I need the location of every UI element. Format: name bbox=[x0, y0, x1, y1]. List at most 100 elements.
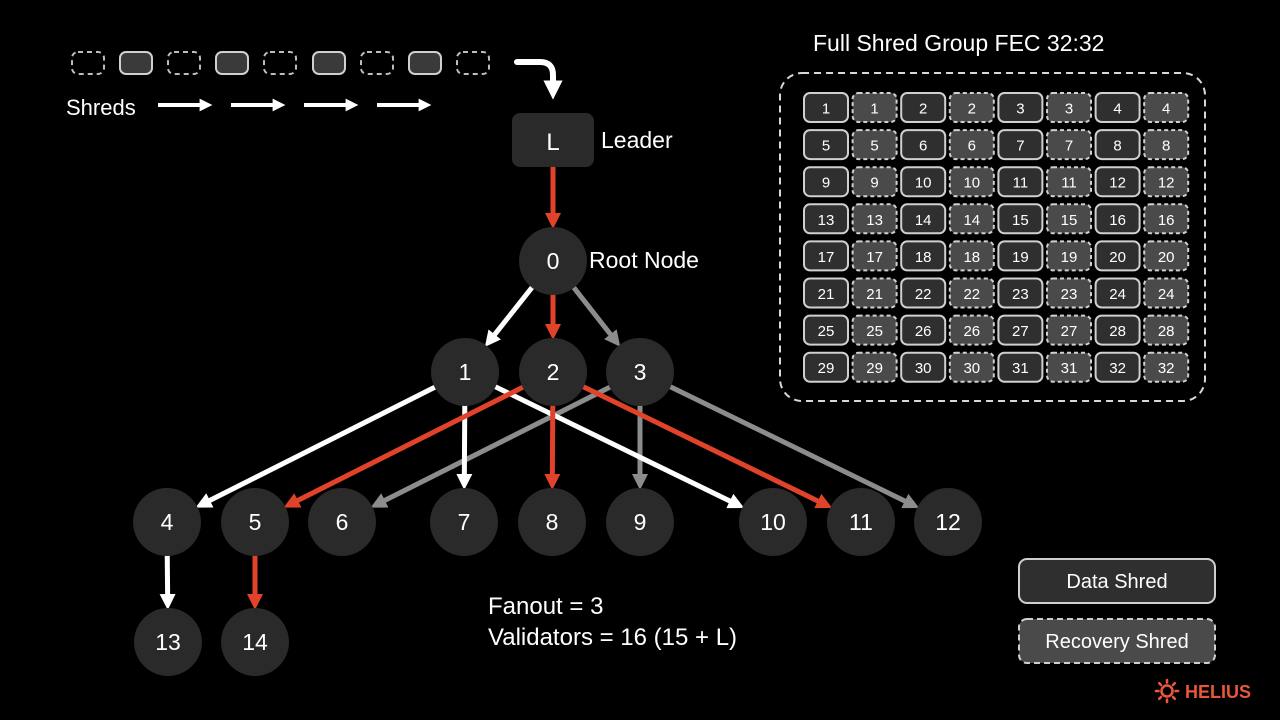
node-circle bbox=[221, 608, 289, 676]
shred-number: 32 bbox=[1109, 360, 1126, 377]
shred-recovery bbox=[71, 51, 105, 75]
shred-number: 31 bbox=[1061, 360, 1078, 377]
recovery-shred-16: 16 bbox=[1143, 203, 1190, 235]
edge-3-to-6 bbox=[370, 383, 615, 508]
shred-number: 18 bbox=[963, 249, 980, 266]
shred-number: 32 bbox=[1158, 360, 1175, 377]
data-shred-cell bbox=[997, 92, 1044, 123]
tree-node-2: 2 bbox=[519, 338, 587, 406]
recovery-shred-cell bbox=[851, 203, 898, 235]
recovery-shred-5: 5 bbox=[851, 129, 898, 161]
shred-number: 5 bbox=[870, 138, 878, 155]
data-shred-cell bbox=[997, 203, 1044, 235]
recovery-shred-cell bbox=[1046, 351, 1092, 383]
node-circle bbox=[134, 608, 202, 676]
data-shred-cell bbox=[803, 240, 849, 272]
data-shred-27: 27 bbox=[997, 314, 1044, 346]
recovery-shred-cell bbox=[1046, 277, 1092, 309]
data-shred-cell bbox=[900, 277, 947, 309]
recovery-shred-cell bbox=[1143, 92, 1190, 123]
node-circle bbox=[606, 488, 674, 556]
data-shred-cell bbox=[1094, 166, 1141, 198]
recovery-shred-cell bbox=[851, 277, 898, 309]
shred-number: 4 bbox=[1162, 101, 1170, 118]
node-label: 10 bbox=[760, 509, 786, 535]
shred-stream bbox=[71, 51, 490, 75]
recovery-shred-6: 6 bbox=[948, 129, 995, 161]
shred-number: 12 bbox=[1158, 175, 1175, 192]
data-shred-cell bbox=[997, 240, 1044, 272]
data-shred-25: 25 bbox=[803, 314, 849, 346]
recovery-shred-27: 27 bbox=[1046, 314, 1092, 346]
recovery-shred-cell bbox=[948, 351, 995, 383]
recovery-shred-12: 12 bbox=[1143, 166, 1190, 198]
shred-number: 16 bbox=[1158, 212, 1175, 229]
recovery-shred-cell bbox=[1143, 314, 1190, 346]
shred-data bbox=[408, 51, 442, 75]
recovery-shred-31: 31 bbox=[1046, 351, 1092, 383]
recovery-shred-cell bbox=[1143, 129, 1190, 161]
edge-2-to-8 bbox=[544, 401, 561, 490]
shred-number: 31 bbox=[1012, 360, 1029, 377]
shred-number: 8 bbox=[1162, 138, 1170, 155]
data-shred-cell bbox=[1094, 92, 1141, 123]
data-shred-cell bbox=[1094, 351, 1141, 383]
data-shred-20: 20 bbox=[1094, 240, 1141, 272]
node-circle bbox=[518, 488, 586, 556]
recovery-shred-cell bbox=[948, 314, 995, 346]
shred-data bbox=[119, 51, 153, 75]
shred-number: 20 bbox=[1109, 249, 1126, 266]
shred-number: 24 bbox=[1158, 286, 1175, 303]
data-shred-cell bbox=[803, 351, 849, 383]
shred-number: 27 bbox=[1061, 323, 1078, 340]
shred-number: 20 bbox=[1158, 249, 1175, 266]
recovery-shred-cell bbox=[1046, 314, 1092, 346]
recovery-shred-cell bbox=[948, 277, 995, 309]
node-circle bbox=[914, 488, 982, 556]
recovery-shred-14: 14 bbox=[948, 203, 995, 235]
node-label: 5 bbox=[249, 509, 262, 535]
shred-number: 30 bbox=[963, 360, 980, 377]
data-shred-cell bbox=[900, 203, 947, 235]
recovery-shred-cell bbox=[851, 92, 898, 123]
data-shred-cell bbox=[900, 129, 947, 161]
data-shred-10: 10 bbox=[900, 166, 947, 198]
curved-arrow-to-leader bbox=[514, 59, 563, 100]
shred-number: 23 bbox=[1012, 286, 1029, 303]
data-shred-cell bbox=[900, 92, 947, 123]
shred-number: 30 bbox=[915, 360, 932, 377]
recovery-shred-2: 2 bbox=[948, 92, 995, 123]
recovery-shred-23: 23 bbox=[1046, 277, 1092, 309]
shred-data bbox=[215, 51, 249, 75]
edge-4-to-13 bbox=[159, 551, 176, 610]
shred-number: 15 bbox=[1012, 212, 1029, 229]
data-shred-5: 5 bbox=[803, 129, 849, 161]
shred-number: 16 bbox=[1109, 212, 1126, 229]
node-circle bbox=[519, 227, 587, 295]
tree-node-6: 6 bbox=[308, 488, 376, 556]
shred-number: 14 bbox=[915, 212, 932, 229]
edge-1-to-10 bbox=[490, 382, 745, 509]
node-circle bbox=[431, 338, 499, 406]
shred-number: 10 bbox=[963, 175, 980, 192]
edge-3-to-12 bbox=[665, 382, 920, 509]
node-label: 2 bbox=[547, 359, 560, 385]
shred-number: 9 bbox=[822, 175, 830, 192]
data-shred-26: 26 bbox=[900, 314, 947, 346]
legend: Data Shred Recovery Shred bbox=[1018, 558, 1216, 664]
recovery-shred-29: 29 bbox=[851, 351, 898, 383]
recovery-shred-cell bbox=[1046, 240, 1092, 272]
recovery-shred-32: 32 bbox=[1143, 351, 1190, 383]
recovery-shred-22: 22 bbox=[948, 277, 995, 309]
data-shred-21: 21 bbox=[803, 277, 849, 309]
recovery-shred-cell bbox=[1046, 92, 1092, 123]
recovery-shred-18: 18 bbox=[948, 240, 995, 272]
data-shred-13: 13 bbox=[803, 203, 849, 235]
shred-number: 28 bbox=[1109, 323, 1126, 340]
node-circle bbox=[519, 338, 587, 406]
data-shred-cell bbox=[1094, 129, 1141, 161]
shred-recovery bbox=[263, 51, 297, 75]
recovery-shred-4: 4 bbox=[1143, 92, 1190, 123]
data-shred-2: 2 bbox=[900, 92, 947, 123]
node-circle bbox=[308, 488, 376, 556]
